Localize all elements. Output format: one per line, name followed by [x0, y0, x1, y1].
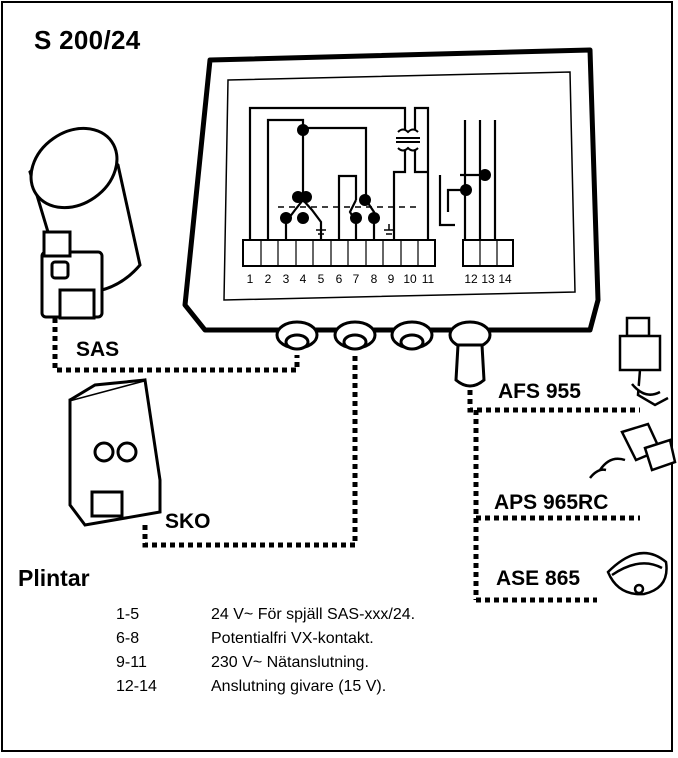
ase-label: ASE 865: [494, 567, 583, 591]
plintar-row: 9-11 230 V~ Nätanslutning.: [116, 651, 415, 675]
terminal-number: 12: [464, 272, 478, 286]
terminal-number: 10: [403, 272, 417, 286]
plintar-row: 12-14 Anslutning givare (15 V).: [116, 675, 415, 699]
sko-switch: [68, 378, 162, 527]
terminal-block-1-11: [242, 239, 436, 267]
plintar-range: 12-14: [116, 678, 157, 695]
plintar-row: 6-8 Potentialfri VX-kontakt.: [116, 627, 415, 651]
terminal-number: 9: [388, 272, 395, 286]
terminal-number: 6: [336, 272, 343, 286]
plintar-range: 1-5: [116, 606, 140, 623]
sas-label: SAS: [74, 338, 122, 362]
terminal-number: 13: [481, 272, 495, 286]
plintar-range: 6-8: [116, 630, 140, 647]
terminal-number: 8: [371, 272, 378, 286]
page-title: S 200/24: [34, 25, 141, 55]
aps-sensor: [589, 422, 677, 479]
plintar-desc: 24 V~ För spjäll SAS-xxx/24.: [211, 606, 416, 623]
terminal-number: 5: [318, 272, 325, 286]
enclosure: [182, 47, 601, 333]
terminal-block-12-14: [462, 239, 514, 267]
sko-label: SKO: [163, 510, 213, 534]
plintar-range: 9-11: [116, 654, 147, 671]
terminal-number: 7: [353, 272, 360, 286]
terminal-numbers: 1 2 3 4 5 6 7 8 9 10 11 12 13 14: [247, 272, 512, 286]
plintar-desc: 230 V~ Nätanslutning.: [211, 654, 369, 671]
plintar-row: 1-5 24 V~ För spjäll SAS-xxx/24.: [116, 603, 415, 627]
junction-dots: [280, 124, 491, 224]
connection-lines: [52, 318, 640, 603]
transformer-symbol: [396, 128, 420, 152]
aps-label: APS 965RC: [492, 491, 611, 515]
terminal-number: 1: [247, 272, 254, 286]
cable-glands: [275, 320, 492, 388]
plintar-heading: Plintar: [18, 565, 90, 591]
plintar-desc: Anslutning givare (15 V).: [211, 678, 387, 695]
ase-sensor: [606, 551, 668, 596]
plintar-desc: Potentialfri VX-kontakt.: [211, 630, 374, 647]
afs-sensor: [618, 316, 669, 407]
terminal-number: 14: [498, 272, 512, 286]
terminal-number: 11: [422, 272, 435, 286]
terminal-number: 3: [283, 272, 290, 286]
plintar-list: 1-5 24 V~ För spjäll SAS-xxx/24. 6-8 Pot…: [116, 603, 415, 699]
terminal-number: 4: [300, 272, 307, 286]
afs-label: AFS 955: [496, 380, 583, 404]
sas-actuator: [28, 126, 142, 320]
terminal-number: 2: [265, 272, 272, 286]
